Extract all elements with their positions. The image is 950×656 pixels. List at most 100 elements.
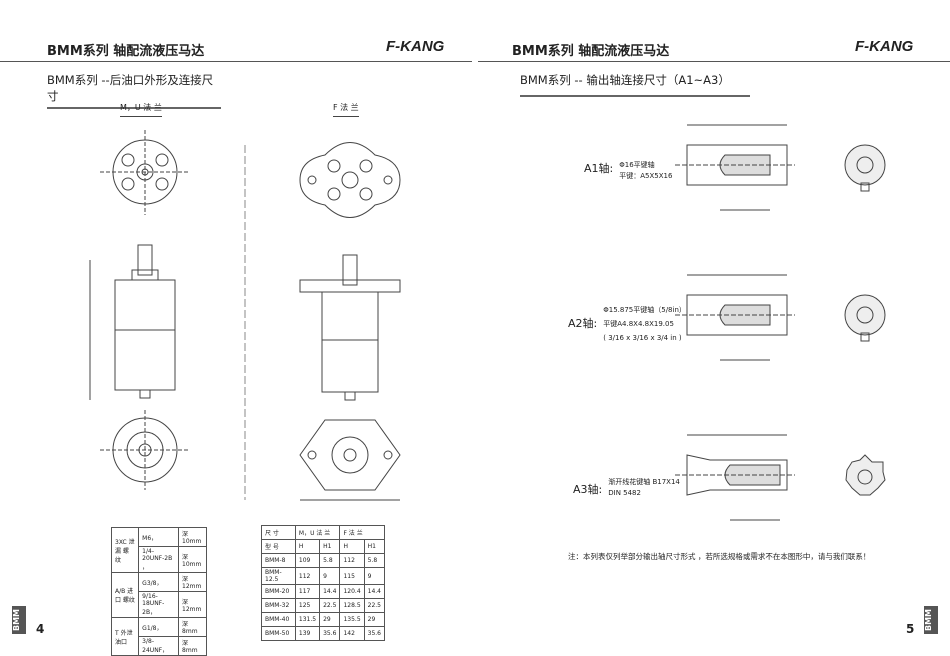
cell: 5.8: [319, 553, 341, 568]
left-header-title: BMM系列 轴配流液压马达: [47, 44, 205, 59]
cell: 深12mm: [178, 591, 207, 618]
cell: 22.5: [363, 598, 386, 613]
cell: 9/16-18UNF-2B，: [138, 591, 180, 618]
cell: 128.5: [339, 598, 365, 613]
cell: 112: [339, 553, 365, 568]
cell: 1/4-20UNF-2B ，: [138, 546, 180, 573]
cell: 5.8: [363, 553, 386, 568]
right-brand-logo: F-KANG: [855, 38, 914, 55]
cell: 112: [294, 567, 321, 585]
cell: 29: [363, 612, 386, 627]
cell: 120.4: [339, 584, 365, 599]
corner-top: 尺 寸: [261, 525, 296, 540]
shaft-a1-label-block: A1轴: Φ16平键轴平键：A5X5X16: [584, 160, 672, 182]
cell: BMM-8: [261, 553, 296, 568]
cell: 3/8-24UNF，: [138, 636, 180, 656]
shaft-a1-line: Φ16平键轴: [619, 161, 655, 169]
table-row: 9/16-18UNF-2B，深12mm: [112, 591, 207, 618]
group-header: M，U 法 兰: [294, 525, 341, 540]
cell: 117: [294, 584, 321, 599]
shaft-a2-drawing: [675, 274, 886, 361]
col-header: H1: [319, 539, 341, 554]
cell: G3/8，: [138, 572, 180, 592]
cell: 9: [319, 567, 341, 585]
left-side-tab: BMM: [12, 606, 26, 634]
mu-flange-side-view: [89, 244, 176, 400]
caption-f-flange: F 法 兰: [333, 102, 359, 117]
cell: 115: [339, 567, 365, 585]
cell: 135.5: [339, 612, 365, 627]
right-header-rule: [478, 61, 950, 62]
cell: 125: [294, 598, 321, 613]
right-page-number: 5: [906, 622, 915, 636]
col-header: H1: [363, 539, 386, 554]
cell: BMM-20: [261, 584, 296, 599]
cell: 深8mm: [178, 617, 207, 637]
shaft-a1-line: 平键：A5X5X16: [619, 172, 673, 180]
shaft-a2-line: 平键A4.8X4.8X19.05: [603, 320, 674, 328]
cell: 131.5: [294, 612, 321, 627]
cell: BMM-12.5: [261, 567, 296, 585]
left-header-rule: [0, 61, 472, 62]
cell: 22.5: [319, 598, 341, 613]
footnote: 注：本列表仅列举部分输出轴尺寸形式 ，若所选规格或需求不在本图形中，请与我们联系…: [568, 552, 871, 561]
cell: 深8mm: [178, 636, 207, 656]
shaft-a3-drawing: [675, 434, 886, 521]
cell: BMM-50: [261, 626, 296, 641]
left-page-number: 4: [36, 622, 45, 636]
port-name: A/B 进口 螺纹: [110, 572, 140, 618]
left-brand-logo: F-KANG: [386, 38, 445, 55]
cell: 14.4: [363, 584, 386, 599]
cell: 深12mm: [178, 572, 207, 592]
f-flange-side-view: [299, 254, 401, 401]
shaft-a3-line: DIN 5482: [608, 489, 641, 497]
shaft-a1-drawing: [675, 124, 886, 211]
shaft-a3-line: 渐开线花键轴 B17X14: [608, 478, 680, 486]
shaft-drawings: [675, 124, 886, 521]
cell: M6，: [138, 527, 180, 547]
shaft-a2-label-block: A2轴: Φ15.875平键轴（5/8in）平键A4.8X4.8X19.05( …: [568, 303, 686, 345]
f-flange-end-view: [299, 142, 401, 218]
cell: 139: [294, 626, 321, 641]
cell: 14.4: [319, 584, 341, 599]
right-side-tab: BMM: [924, 606, 938, 634]
cell: 35.6: [363, 626, 386, 641]
right-subtitle: BMM系列 -- 输出轴连接尺寸（A1~A3）: [520, 72, 750, 97]
cell: 109: [294, 553, 321, 568]
col-header: H: [339, 539, 365, 554]
caption-mu-flange: M，U 法 兰: [120, 102, 162, 117]
cell: BMM-32: [261, 598, 296, 613]
shaft-a1-label: A1轴:: [584, 162, 614, 175]
group-header: F 法 兰: [339, 525, 385, 540]
port-name: T 外泄油口: [110, 617, 140, 656]
mu-flange-end-view: [100, 130, 190, 215]
left-technical-drawings: [89, 130, 401, 501]
left-subtitle: BMM系列 --后油口外形及连接尺寸: [47, 72, 221, 109]
cell: 142: [339, 626, 365, 641]
mu-flange-bottom-view: [100, 410, 190, 490]
cell: 深10mm: [178, 546, 207, 573]
corner-bottom: 型 号: [261, 539, 296, 554]
shaft-a3-label: A3轴:: [573, 483, 603, 496]
shaft-a2-line: Φ15.875平键轴（5/8in）: [603, 306, 686, 314]
shaft-a2-line: ( 3/16 x 3/16 x 3/4 in ): [603, 334, 682, 342]
port-name: 3XC 泄 漏 螺 纹: [110, 527, 140, 573]
cell: BMM-40: [261, 612, 296, 627]
cell: 深10mm: [178, 527, 207, 547]
col-header: H: [294, 539, 321, 554]
cell: 9: [363, 567, 386, 585]
cell: 29: [319, 612, 341, 627]
